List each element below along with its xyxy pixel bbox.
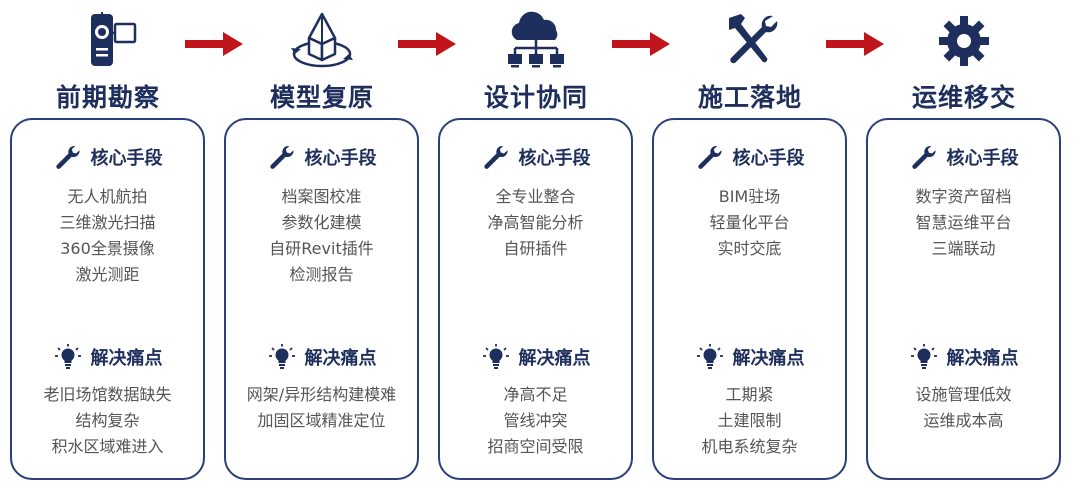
means-header: 核心手段 bbox=[868, 142, 1059, 172]
stage-card: 核心手段 数字资产留档 智慧运维平台 三端联动 解决痛点 设施管理低效 运维成本… bbox=[866, 118, 1061, 480]
wrench-icon bbox=[267, 143, 297, 171]
pain-label: 解决痛点 bbox=[946, 348, 1019, 369]
pain-item: 管线冲突 bbox=[503, 411, 568, 430]
pain-label: 解决痛点 bbox=[304, 348, 377, 369]
lightbulb-icon bbox=[481, 343, 511, 371]
means-header: 核心手段 bbox=[226, 142, 417, 172]
means-item: 三端联动 bbox=[931, 239, 996, 258]
pain-header: 解决痛点 bbox=[868, 342, 1059, 372]
camera-icon bbox=[0, 10, 216, 78]
cloud-network-icon bbox=[428, 10, 644, 78]
pain-item: 设施管理低效 bbox=[915, 385, 1012, 404]
lightbulb-icon bbox=[53, 343, 83, 371]
pain-header: 解决痛点 bbox=[654, 342, 845, 372]
pain-list: 净高不足 管线冲突 招商空间受限 bbox=[440, 382, 631, 460]
stage-title: 运维移交 bbox=[911, 83, 1016, 112]
stage-model: 模型复原 核心手段 档案图校准 参数化建模 自研Revit插件 检测报告 解决痛… bbox=[214, 0, 430, 502]
model-cube-icon bbox=[214, 10, 430, 78]
pain-list: 老旧场馆数据缺失 结构复杂 积水区域难进入 bbox=[12, 382, 203, 460]
means-list: 数字资产留档 智慧运维平台 三端联动 bbox=[868, 184, 1059, 262]
stage-title: 模型复原 bbox=[269, 83, 374, 112]
pain-item: 工期紧 bbox=[725, 385, 774, 404]
means-item: 轻量化平台 bbox=[709, 213, 790, 232]
pain-list: 网架/异形结构建模难 加固区域精准定位 bbox=[226, 382, 417, 434]
stage-card: 核心手段 无人机航拍 三维激光扫描 360全景摄像 激光测距 解决痛点 老旧场馆… bbox=[10, 118, 205, 480]
stage-title: 施工落地 bbox=[697, 83, 802, 112]
means-item: 净高智能分析 bbox=[487, 213, 584, 232]
pain-label: 解决痛点 bbox=[90, 348, 163, 369]
pain-item: 土建限制 bbox=[717, 411, 782, 430]
pain-list: 工期紧 土建限制 机电系统复杂 bbox=[654, 382, 845, 460]
pain-item: 结构复杂 bbox=[75, 411, 140, 430]
pain-label: 解决痛点 bbox=[518, 348, 591, 369]
stage-handover: 运维移交 核心手段 数字资产留档 智慧运维平台 三端联动 解决痛点 设施管理低效… bbox=[856, 0, 1072, 502]
pain-label: 解决痛点 bbox=[732, 348, 805, 369]
stage-card: 核心手段 BIM驻场 轻量化平台 实时交底 解决痛点 工期紧 土建限制 机电系统… bbox=[652, 118, 847, 480]
pain-item: 加固区域精准定位 bbox=[257, 411, 386, 430]
wrench-icon bbox=[53, 143, 83, 171]
means-item: 智慧运维平台 bbox=[915, 213, 1012, 232]
pain-item: 老旧场馆数据缺失 bbox=[43, 385, 172, 404]
gear-icon bbox=[856, 10, 1072, 78]
means-label: 核心手段 bbox=[946, 148, 1019, 169]
means-label: 核心手段 bbox=[732, 148, 805, 169]
pain-item: 运维成本高 bbox=[923, 411, 1004, 430]
means-label: 核心手段 bbox=[90, 148, 163, 169]
means-item: 全专业整合 bbox=[495, 187, 576, 206]
means-item: 无人机航拍 bbox=[67, 187, 148, 206]
means-item: 档案图校准 bbox=[281, 187, 362, 206]
pain-item: 净高不足 bbox=[503, 385, 568, 404]
means-header: 核心手段 bbox=[440, 142, 631, 172]
stage-design: 设计协同 核心手段 全专业整合 净高智能分析 自研插件 解决痛点 净高不足 管线… bbox=[428, 0, 644, 502]
means-list: BIM驻场 轻量化平台 实时交底 bbox=[654, 184, 845, 262]
means-item: 实时交底 bbox=[717, 239, 782, 258]
pain-header: 解决痛点 bbox=[226, 342, 417, 372]
means-list: 无人机航拍 三维激光扫描 360全景摄像 激光测距 bbox=[12, 184, 203, 288]
lightbulb-icon bbox=[909, 343, 939, 371]
pain-item: 招商空间受限 bbox=[487, 437, 584, 456]
lightbulb-icon bbox=[695, 343, 725, 371]
means-item: 360全景摄像 bbox=[60, 239, 155, 258]
means-item: BIM驻场 bbox=[718, 187, 781, 206]
means-item: 自研插件 bbox=[503, 239, 568, 258]
means-item: 自研Revit插件 bbox=[269, 239, 374, 258]
pain-list: 设施管理低效 运维成本高 bbox=[868, 382, 1059, 434]
means-item: 检测报告 bbox=[289, 265, 354, 284]
means-item: 三维激光扫描 bbox=[59, 213, 156, 232]
stage-survey: 前期勘察 核心手段 无人机航拍 三维激光扫描 360全景摄像 激光测距 解决痛点… bbox=[0, 0, 216, 502]
pain-header: 解决痛点 bbox=[440, 342, 631, 372]
wrench-icon bbox=[909, 143, 939, 171]
wrench-icon bbox=[695, 143, 725, 171]
wrench-icon bbox=[481, 143, 511, 171]
means-header: 核心手段 bbox=[654, 142, 845, 172]
means-item: 数字资产留档 bbox=[915, 187, 1012, 206]
lightbulb-icon bbox=[267, 343, 297, 371]
stage-construction: 施工落地 核心手段 BIM驻场 轻量化平台 实时交底 解决痛点 工期紧 土建限制… bbox=[642, 0, 858, 502]
pain-header: 解决痛点 bbox=[12, 342, 203, 372]
pain-item: 机电系统复杂 bbox=[701, 437, 798, 456]
pain-item: 网架/异形结构建模难 bbox=[246, 385, 397, 404]
means-label: 核心手段 bbox=[304, 148, 377, 169]
means-item: 参数化建模 bbox=[281, 213, 362, 232]
stage-card: 核心手段 档案图校准 参数化建模 自研Revit插件 检测报告 解决痛点 网架/… bbox=[224, 118, 419, 480]
means-list: 全专业整合 净高智能分析 自研插件 bbox=[440, 184, 631, 262]
pain-item: 积水区域难进入 bbox=[51, 437, 164, 456]
means-item: 激光测距 bbox=[75, 265, 140, 284]
stage-title: 前期勘察 bbox=[55, 83, 160, 112]
means-list: 档案图校准 参数化建模 自研Revit插件 检测报告 bbox=[226, 184, 417, 288]
means-header: 核心手段 bbox=[12, 142, 203, 172]
stage-title: 设计协同 bbox=[483, 83, 588, 112]
stage-card: 核心手段 全专业整合 净高智能分析 自研插件 解决痛点 净高不足 管线冲突 招商… bbox=[438, 118, 633, 480]
tools-icon bbox=[642, 10, 858, 78]
means-label: 核心手段 bbox=[518, 148, 591, 169]
